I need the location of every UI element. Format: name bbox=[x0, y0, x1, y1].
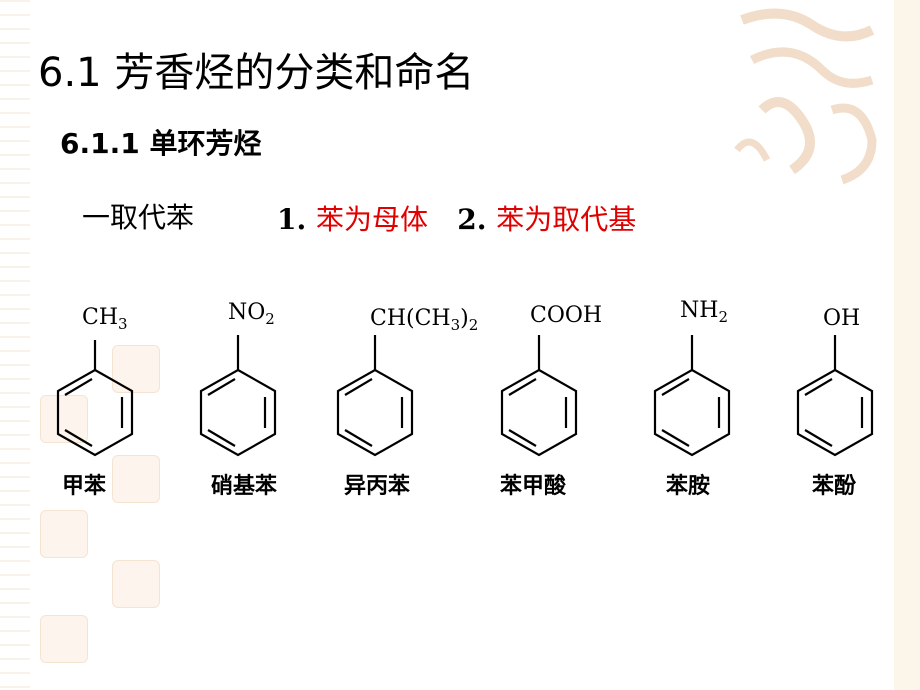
molecule-name: 苯酚 bbox=[812, 474, 857, 499]
molecule-name: 苯胺 bbox=[666, 474, 711, 499]
left-decorative-border bbox=[0, 0, 30, 690]
benzene-ring-structure bbox=[653, 335, 731, 457]
substituent-formula: NH2 bbox=[680, 298, 728, 326]
option1-number: 1. bbox=[277, 203, 307, 236]
calligraphy-seal-decoration bbox=[734, 8, 877, 185]
substituent-formula: CH3 bbox=[82, 305, 128, 333]
substituent-formula: NO2 bbox=[228, 300, 275, 328]
intro-label: 一取代苯 bbox=[82, 201, 195, 234]
molecule-name: 甲苯 bbox=[62, 474, 107, 499]
molecule-name: 异丙苯 bbox=[344, 474, 411, 499]
substituent-formula: OH bbox=[823, 306, 861, 331]
naming-options: 1. 苯为母体 2. 苯为取代基 bbox=[277, 198, 636, 238]
substituent-formula: CH(CH3)2 bbox=[370, 306, 479, 334]
option2-number: 2. bbox=[457, 203, 487, 236]
slide-title: 6.1 芳香烃的分类和命名 bbox=[38, 50, 475, 96]
seal-stamp-decoration bbox=[40, 615, 88, 663]
seal-stamp-decoration bbox=[40, 510, 88, 558]
substituent-formula: COOH bbox=[530, 303, 603, 328]
benzene-ring-structure bbox=[500, 335, 578, 457]
seal-stamp-decoration bbox=[112, 560, 160, 608]
benzene-ring-structure bbox=[336, 335, 414, 457]
seal-stamp-decoration bbox=[40, 395, 88, 443]
right-decorative-border bbox=[894, 0, 920, 690]
benzene-ring-structure bbox=[56, 340, 134, 457]
option1-text: 苯为母体 bbox=[315, 203, 428, 236]
benzene-ring-structure bbox=[199, 335, 277, 457]
benzene-ring-structure bbox=[796, 335, 874, 457]
molecule-name: 苯甲酸 bbox=[500, 474, 567, 499]
seal-stamp-decoration bbox=[112, 455, 160, 503]
section-heading: 6.1.1 单环芳烃 bbox=[60, 127, 262, 160]
molecule-name: 硝基苯 bbox=[211, 474, 278, 499]
option2-text: 苯为取代基 bbox=[496, 203, 637, 236]
